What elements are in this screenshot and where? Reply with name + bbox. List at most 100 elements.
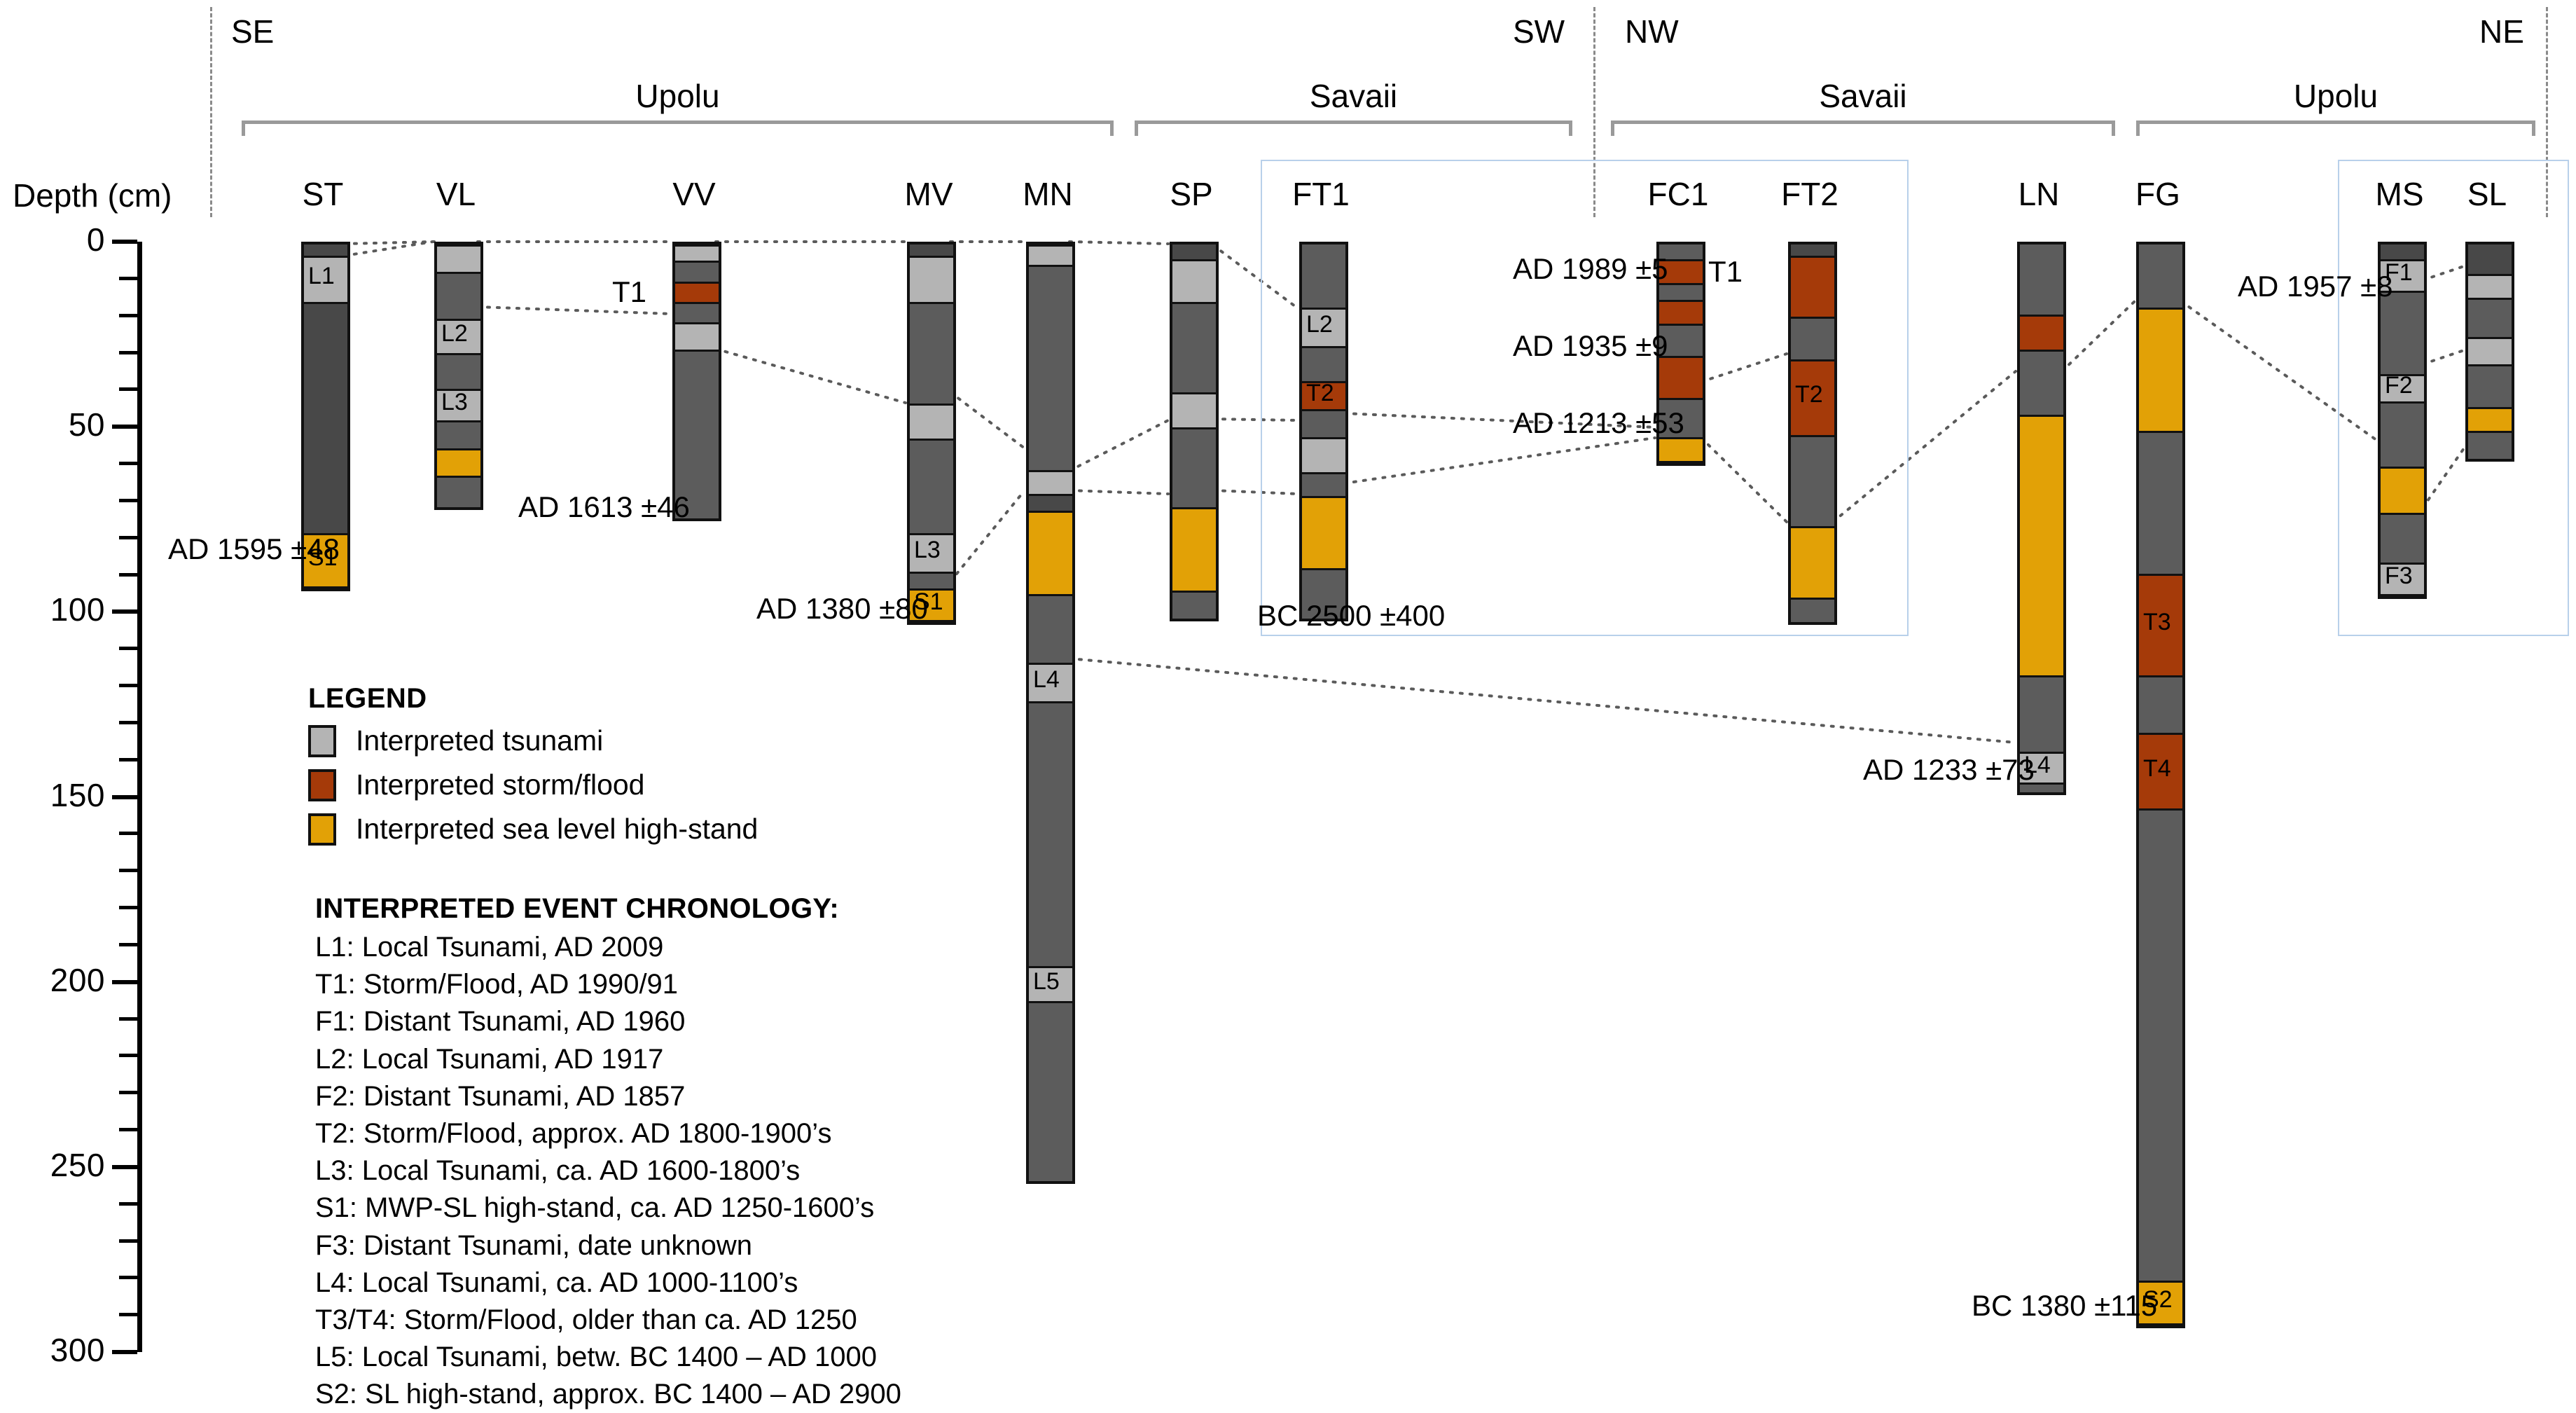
group-box-upolu-ms-sl [2338,160,2569,636]
date-annotation-1: AD 1613 ±46 [518,490,690,523]
core-layer-fg-1 [2139,307,2182,434]
axis-tick-minor [119,535,137,539]
core-layer-ms-2 [2381,292,2424,374]
core-layer-vl-5 [437,422,480,448]
axis-tick-minor [119,1201,137,1206]
chronology-item-11: L5: Local Tsunami, betw. BC 1400 – AD 10… [315,1342,878,1373]
core-layer-vl-3 [437,355,480,390]
core-layer-ft2-4 [1791,436,1834,526]
axis-tick-minor [119,942,137,946]
region-bracket-2 [1611,120,2115,136]
core-layer-vl-7 [437,477,480,508]
core-layer-ms-7 [2381,563,2424,596]
core-layer-fg-7 [2139,1281,2182,1325]
core-layer-sl-1 [2468,274,2512,301]
core-column-mv [907,242,956,625]
correlation-line-15 [1068,489,1170,495]
core-layer-sp-4 [1172,429,1216,508]
core-layer-ft2-6 [1791,600,1834,622]
correlation-line-5 [1068,240,1170,245]
axis-tick-minor [119,647,137,651]
layer-tag-l3-vl: L3 [441,388,468,415]
direction-label-sw: SW [1513,13,1565,50]
layer-tag-t2-ft1: T2 [1306,379,1334,406]
axis-tick-minor [119,869,137,873]
core-layer-mn-0 [1029,244,1072,267]
core-layer-fg-3 [2139,574,2182,678]
chronology-item-6: L3: Local Tsunami, ca. AD 1600-1800’s [315,1155,801,1187]
layer-tag-t4-fg: T4 [2143,754,2171,782]
core-layer-ft2-0 [1791,244,1834,256]
axis-tick-minor [119,1054,137,1058]
axis-tick-major [112,240,137,244]
core-column-ft1 [1299,242,1348,621]
axis-tick-label: 0 [86,221,105,258]
correlation-line-0 [343,240,436,245]
core-layer-mn-5 [1029,595,1072,663]
core-layer-fc1-1 [1659,259,1703,286]
core-layer-fg-4 [2139,677,2182,733]
core-layer-ms-4 [2381,404,2424,467]
core-layer-ft1-2 [1302,347,1345,382]
layer-tag-t2-ft2: T2 [1795,381,1823,408]
chronology-item-12: S2: SL high-stand, approx. BC 1400 – AD … [315,1379,901,1410]
layer-tag-f1-ms: F1 [2385,259,2413,286]
chronology-item-5: T2: Storm/Flood, approx. AD 1800-1900’s [315,1117,832,1149]
region-label-savaii-1: Savaii [1309,78,1398,114]
core-layer-mv-7 [910,588,953,622]
core-layer-fg-0 [2139,244,2182,308]
region-label-upolu-3: Upolu [2293,78,2378,114]
axis-tick-minor [119,462,137,465]
axis-tick-minor [119,832,137,836]
direction-divider-0 [210,7,212,217]
date-annotation-9: BC 1380 ±115 [1972,1289,2158,1322]
axis-tick-label: 50 [68,406,105,443]
core-layer-ft1-8 [1302,570,1345,619]
core-layer-ms-5 [2381,467,2424,515]
core-layer-ms-0 [2381,244,2424,260]
date-annotation-7: AD 1233 ±73 [1863,753,2035,786]
core-layer-mn-1 [1029,266,1072,471]
direction-divider-2 [2546,7,2548,217]
axis-tick-major [112,979,137,984]
chronology-item-9: L4: Local Tsunami, ca. AD 1000-1100’s [315,1267,798,1298]
axis-tick-minor [119,1239,137,1243]
core-layer-fc1-3 [1659,300,1703,326]
legend-item-0: Interpreted tsunami [308,724,758,757]
legend-swatch-sea-level-highstand [308,813,336,846]
axis-tick-minor [119,1091,137,1095]
chronology-item-2: F1: Distant Tsunami, AD 1960 [315,1006,686,1038]
layer-tag-t1-vv: T1 [612,275,647,308]
core-layer-ln-3 [2020,415,2063,678]
axis-tick-major [112,609,137,614]
legend-item-2: Interpreted sea level high-stand [308,813,758,846]
core-layer-vl-4 [437,389,480,422]
core-layer-ft1-4 [1302,411,1345,437]
core-label-ms: MS [2375,176,2424,212]
layer-tag-f2-ms: F2 [2385,372,2413,399]
axis-tick-minor [119,276,137,280]
core-column-vl [434,242,483,511]
core-column-mn [1026,242,1075,1184]
core-layer-ms-1 [2381,259,2424,293]
core-layer-mn-8 [1029,966,1072,1004]
direction-label-ne: NE [2479,13,2524,50]
axis-tick-minor [119,313,137,317]
correlation-line-20 [2061,300,2136,373]
chronology-item-0: L1: Local Tsunami, AD 2009 [315,932,664,963]
region-bracket-3 [2136,120,2535,136]
layer-tag-l4-mn: L4 [1033,666,1060,694]
core-layer-vl-2 [437,318,480,356]
core-layer-fc1-6 [1659,399,1703,437]
core-layer-sl-3 [2468,337,2512,367]
layer-tag-t3-fg: T3 [2143,609,2171,636]
core-layer-vl-6 [437,448,480,478]
core-layer-sl-2 [2468,300,2512,338]
core-layer-ms-3 [2381,373,2424,404]
core-layer-mv-5 [910,533,953,574]
core-layer-mn-4 [1029,511,1072,596]
region-label-savaii-2: Savaii [1819,78,1907,114]
axis-tick-major [112,425,137,429]
